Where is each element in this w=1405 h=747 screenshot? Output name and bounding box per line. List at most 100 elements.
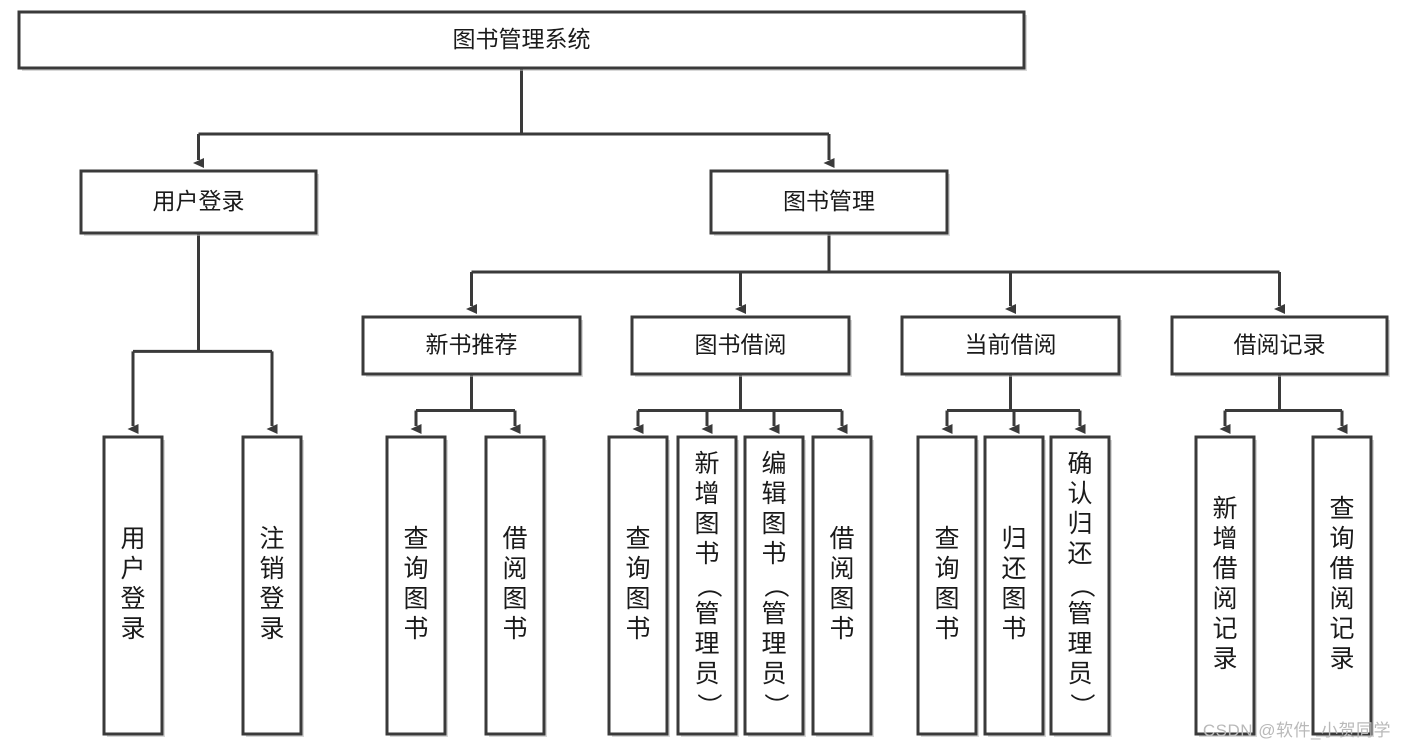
node-book-borrow[interactable]: 图书借阅	[630, 315, 852, 377]
svg-text:）: ）	[761, 693, 789, 718]
svg-text:查: 查	[1329, 495, 1354, 523]
svg-text:注: 注	[259, 525, 284, 553]
edge-group-book-management	[466, 233, 1285, 314]
svg-text:登: 登	[120, 585, 145, 613]
svg-text:借: 借	[1329, 555, 1354, 583]
svg-text:借: 借	[829, 525, 854, 553]
svg-text:录: 录	[120, 615, 145, 643]
svg-text:确: 确	[1067, 450, 1092, 478]
svg-text:记: 记	[1212, 615, 1237, 643]
node-current-borrow[interactable]: 当前借阅	[900, 315, 1122, 377]
edge-group-user-login	[127, 233, 278, 434]
svg-text:阅: 阅	[1212, 585, 1237, 613]
svg-text:登: 登	[259, 585, 284, 613]
node-label: 图书管理系统	[453, 26, 591, 52]
svg-text:查: 查	[403, 525, 428, 553]
connector-layer	[127, 68, 1348, 434]
node-label: 新书推荐	[426, 332, 518, 358]
svg-text:借: 借	[1212, 555, 1237, 583]
svg-text:销: 销	[259, 555, 284, 583]
node-label: 用户登录	[153, 188, 245, 214]
svg-text:书: 书	[625, 615, 650, 643]
svg-text:查: 查	[625, 525, 650, 553]
node-label: 当前借阅	[965, 332, 1057, 358]
svg-text:户: 户	[120, 555, 145, 583]
svg-text:阅: 阅	[502, 555, 527, 583]
svg-text:（: （	[694, 573, 722, 598]
svg-text:员: 员	[1067, 660, 1092, 688]
svg-text:（: （	[1067, 573, 1095, 598]
svg-text:图: 图	[694, 510, 719, 538]
node-root[interactable]: 图书管理系统	[17, 10, 1027, 71]
svg-text:理: 理	[1067, 630, 1092, 658]
svg-text:书: 书	[761, 540, 786, 568]
svg-text:用: 用	[120, 525, 145, 553]
svg-text:辑: 辑	[761, 480, 786, 508]
svg-text:增: 增	[1212, 525, 1237, 553]
edge-group-book-borrow	[632, 374, 848, 434]
svg-text:阅: 阅	[829, 555, 854, 583]
edge-group-borrow-record	[1219, 374, 1348, 434]
svg-text:归: 归	[1001, 525, 1026, 553]
svg-text:书: 书	[694, 540, 719, 568]
svg-text:录: 录	[1212, 645, 1237, 673]
svg-text:归: 归	[1067, 510, 1092, 538]
svg-text:询: 询	[1329, 525, 1354, 553]
svg-text:书: 书	[934, 615, 959, 643]
svg-text:询: 询	[934, 555, 959, 583]
node-label: 图书管理	[783, 188, 875, 214]
node-new-book-recommend[interactable]: 新书推荐	[361, 315, 583, 377]
svg-text:新: 新	[694, 450, 719, 478]
svg-text:记: 记	[1329, 615, 1354, 643]
edge-group-root	[193, 68, 835, 168]
svg-text:录: 录	[1329, 645, 1354, 673]
svg-text:编: 编	[761, 450, 786, 478]
svg-text:还: 还	[1001, 555, 1026, 583]
svg-text:书: 书	[829, 615, 854, 643]
svg-text:理: 理	[761, 630, 786, 658]
node-borrow-record[interactable]: 借阅记录	[1170, 315, 1390, 377]
node-label: 借阅记录	[1234, 332, 1326, 358]
svg-text:员: 员	[761, 660, 786, 688]
svg-text:（: （	[761, 573, 789, 598]
edge-group-current-borrow	[941, 374, 1086, 434]
node-user-login[interactable]: 用户登录	[79, 169, 319, 236]
svg-text:图: 图	[761, 510, 786, 538]
node-label-vertical: 用户登录	[120, 525, 145, 643]
svg-text:认: 认	[1067, 480, 1092, 508]
svg-text:新: 新	[1212, 495, 1237, 523]
svg-text:书: 书	[502, 615, 527, 643]
node-leaf-user-login[interactable]: 用户登录	[102, 435, 165, 737]
svg-text:管: 管	[694, 600, 719, 628]
svg-text:图: 图	[934, 585, 959, 613]
svg-text:理: 理	[694, 630, 719, 658]
svg-text:）: ）	[694, 693, 722, 718]
node-book-management[interactable]: 图书管理	[709, 169, 950, 236]
edge-group-new-book-recommend	[410, 374, 521, 434]
svg-text:图: 图	[625, 585, 650, 613]
svg-text:录: 录	[259, 615, 284, 643]
node-layer: 图书管理系统用户登录图书管理新书推荐图书借阅当前借阅借阅记录用户登录注销登录查询…	[17, 10, 1390, 737]
